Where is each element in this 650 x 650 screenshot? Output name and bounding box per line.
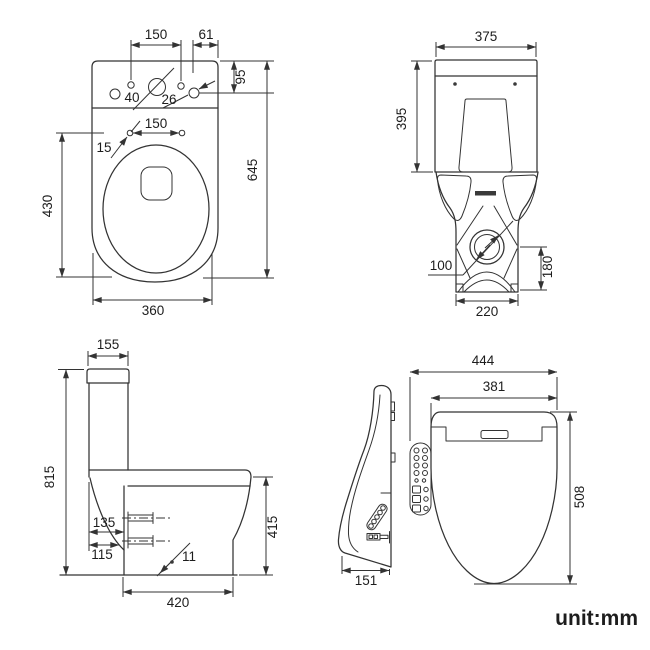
hinge-tab-1	[390, 401, 395, 412]
bowl-front-contour	[232, 485, 251, 576]
back-view-outline	[434, 59, 539, 293]
seat-profile-outline	[337, 384, 392, 568]
tank-bolt-right	[513, 82, 517, 86]
base-arch-outer	[457, 271, 516, 293]
seat-view-dimensions: 151 444 381 508	[341, 353, 587, 588]
lid-hinge-band	[431, 426, 557, 442]
base-corner-right	[510, 283, 519, 293]
side-buttons	[368, 505, 386, 529]
seat-bolt-hole-right	[178, 129, 186, 137]
side-button-strip	[366, 503, 388, 531]
tap-hole-right	[177, 82, 185, 90]
seat-opening	[102, 144, 210, 274]
base-outline	[435, 171, 539, 293]
seat-top-edge	[88, 469, 252, 487]
base-wing-left	[436, 174, 472, 221]
lid-inner-curve	[347, 394, 381, 535]
water-surface	[140, 166, 173, 201]
tank-lid-side	[86, 368, 130, 384]
base-arch-inner	[463, 279, 510, 293]
control-panel-buttons	[412, 447, 429, 513]
dim-total-height: 815	[42, 466, 57, 489]
dim-hole-depth: 95	[233, 69, 248, 84]
tank-face-contour	[458, 98, 513, 173]
tank-bolt-left	[453, 82, 457, 86]
dim-hole-offset: 61	[198, 27, 213, 42]
dim-total-depth: 645	[245, 159, 260, 182]
drain-inner-circle	[474, 234, 500, 260]
dim-footprint: 420	[167, 595, 190, 610]
top-view-dimensions: 150 61 95 40 26 150 15 430 645 360	[40, 27, 274, 318]
dim-base-width: 220	[476, 304, 499, 319]
dim-bowl-height: 415	[265, 516, 280, 539]
dim-seat-length: 508	[572, 486, 587, 509]
side-hole	[109, 88, 121, 100]
dim-upper-offset: 135	[93, 515, 116, 530]
spray-nozzle	[366, 531, 390, 544]
dim-tank-height: 395	[394, 108, 409, 131]
dim-profile-depth: 151	[355, 573, 378, 588]
toilet-top-view: 150 61 95 40 26 150 15 430 645 360	[40, 27, 274, 318]
seat-side-profile	[337, 384, 396, 568]
dim-seat-total-width: 444	[472, 353, 495, 368]
dim-drain-height: 180	[540, 256, 555, 279]
toilet-back-view: 375 395 100 180 220	[394, 29, 555, 319]
toilet-side-view: 155 815 135 115 11 420 415	[42, 337, 280, 610]
base-slot	[475, 191, 496, 196]
dim-tank-depth: 155	[97, 337, 120, 352]
bowl-outline	[91, 60, 219, 283]
corner-hole	[188, 87, 200, 99]
hinge-tab-2	[390, 412, 395, 421]
dim-drain-dia: 100	[430, 258, 453, 273]
dim-seat-hole-spacing: 150	[145, 116, 168, 131]
base-corner-left	[455, 283, 464, 293]
bowl-back-skirt	[89, 477, 125, 551]
dim-tank-width: 375	[475, 29, 498, 44]
unit-label: unit:mm	[555, 607, 638, 630]
dim-seat-hole-dia: 15	[96, 140, 111, 155]
lid-inner-curl	[348, 533, 359, 553]
drain-outer-circle	[469, 229, 505, 265]
tank-outline	[434, 59, 538, 173]
dim-width: 360	[142, 303, 165, 318]
base-wing-right	[502, 174, 538, 221]
water-inlet-fitting	[122, 511, 170, 549]
side-view-dimensions: 155 815 135 115 11 420 415	[42, 337, 280, 610]
dim-dia-small: 26	[161, 92, 176, 107]
side-view-outline	[59, 368, 252, 576]
dim-floor-gap: 11	[182, 549, 196, 564]
back-view-dimensions: 375 395 100 180 220	[394, 29, 555, 319]
tap-hole-left	[127, 81, 135, 89]
dim-lower-offset: 115	[91, 547, 113, 562]
bidet-seat-views: 151 444 381 508	[337, 353, 587, 588]
top-view-outline	[91, 60, 219, 283]
dim-seat-width: 381	[483, 379, 506, 394]
dim-dia-large: 40	[124, 90, 139, 105]
seat-lid-outline	[430, 411, 558, 585]
seat-top-view	[409, 411, 558, 585]
hinge-tab-3	[390, 452, 396, 463]
base-foot-contour	[456, 205, 518, 279]
large-hole	[148, 78, 166, 96]
lid-handle-recess	[480, 430, 509, 439]
control-panel	[409, 442, 432, 516]
dim-hole-spacing: 150	[145, 27, 168, 42]
dim-bowl-length: 430	[40, 195, 55, 218]
